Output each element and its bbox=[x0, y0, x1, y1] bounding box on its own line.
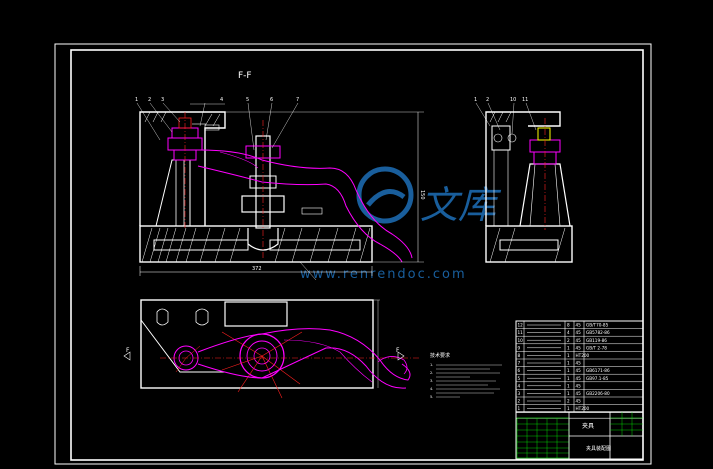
bom-cell: 7 bbox=[518, 361, 521, 366]
bom-cell: 4 bbox=[567, 330, 570, 335]
bom-cell: 12 bbox=[518, 323, 524, 328]
bom-cell: GB119-86 bbox=[586, 338, 607, 343]
bom-cell: 45 bbox=[576, 330, 582, 335]
tech-req-2: 2. bbox=[430, 371, 433, 375]
bom-cell: 5 bbox=[518, 376, 521, 381]
dim-height: 150 bbox=[419, 190, 425, 200]
tech-req-3: 3. bbox=[430, 379, 433, 383]
bom-cell: 45 bbox=[576, 376, 582, 381]
bom-cell: 9 bbox=[518, 345, 521, 350]
bom-cell: 10 bbox=[518, 338, 524, 343]
bom-cell: 2 bbox=[518, 399, 521, 404]
bom-cell: 2 bbox=[567, 338, 570, 343]
bom-cell: 8 bbox=[518, 353, 521, 358]
bom-cell: HT200 bbox=[576, 406, 590, 411]
balloon-2: 2 bbox=[148, 97, 151, 103]
bom-cell: GB6171-86 bbox=[586, 368, 610, 373]
bom-cell: 45 bbox=[576, 399, 582, 404]
bom-cell: 45 bbox=[576, 323, 582, 328]
bom-cell: 45 bbox=[576, 338, 582, 343]
red-radials bbox=[175, 331, 303, 399]
bom-cell: 6 bbox=[518, 368, 521, 373]
inner-border bbox=[70, 49, 644, 461]
view-label: F-F bbox=[238, 71, 252, 81]
bom-cell: HT200 bbox=[576, 353, 590, 358]
tech-req-title: 技术要求 bbox=[430, 352, 450, 359]
bom-cell: GB/T70-85 bbox=[586, 323, 609, 328]
bom-cell: GB2206-80 bbox=[586, 391, 610, 396]
balloon-5: 5 bbox=[246, 97, 249, 103]
bom-cell: 2 bbox=[567, 399, 570, 404]
tech-req-5: 5. bbox=[430, 395, 433, 399]
bom-cell: 45 bbox=[576, 368, 582, 373]
balloon-1: 1 bbox=[135, 97, 138, 103]
side-balloon-10: 10 bbox=[510, 97, 516, 103]
tech-req-4: 4. bbox=[430, 387, 433, 391]
balloon-6: 6 bbox=[270, 97, 273, 103]
bom-header-row bbox=[515, 411, 644, 419]
side-balloon-11: 11 bbox=[522, 97, 528, 103]
bom-cell: GB/T 2-78 bbox=[586, 345, 607, 350]
tech-req-1: 1. bbox=[430, 363, 433, 367]
bom-cell: 1 bbox=[567, 353, 570, 358]
bom-cell: 1 bbox=[567, 361, 570, 366]
title-name: 夹具 bbox=[582, 422, 594, 430]
title-drawing: 夹具装配图 bbox=[586, 445, 611, 452]
bom-cell: 1 bbox=[567, 368, 570, 373]
section-mark-left: F bbox=[126, 347, 130, 354]
bom-cell: 45 bbox=[576, 391, 582, 396]
bom-cell: 1 bbox=[567, 345, 570, 350]
top-view: F F bbox=[123, 299, 420, 399]
balloon-3: 3 bbox=[161, 97, 164, 103]
bom-cell: 8 bbox=[567, 323, 570, 328]
front-section-view: 372 150 1 2 3 4 5 6 7 bbox=[135, 97, 425, 281]
base-hatch bbox=[141, 227, 371, 263]
side-balloon-1: 1 bbox=[474, 97, 477, 103]
bom-cell: 45 bbox=[576, 383, 582, 388]
watermark-url: www.renrendoc.com bbox=[300, 267, 467, 282]
bom-cell: GB97.1-85 bbox=[586, 376, 609, 381]
balloon-7: 7 bbox=[296, 97, 299, 103]
bom-cell: 11 bbox=[518, 330, 524, 335]
balloon-leaders-front bbox=[136, 102, 299, 151]
bom-cell: 1 bbox=[567, 406, 570, 411]
side-balloon-2: 2 bbox=[486, 97, 489, 103]
bom-cell: 4 bbox=[518, 383, 521, 388]
watermark: 文库 www.renrendoc.com bbox=[300, 166, 502, 282]
outer-border bbox=[54, 43, 652, 465]
side-view: 1 2 10 11 bbox=[474, 97, 573, 263]
bom-cell: 45 bbox=[576, 361, 582, 366]
bom-cell: 1 bbox=[567, 391, 570, 396]
section-mark-right: F bbox=[396, 347, 400, 354]
bom-cell: 45 bbox=[576, 345, 582, 350]
bom-cell: 3 bbox=[518, 391, 521, 396]
dim-width: 372 bbox=[252, 266, 262, 272]
bom-cell: 1 bbox=[518, 406, 521, 411]
watermark-cn: 文库 bbox=[420, 183, 502, 227]
title-block: 夹具 夹具装配图 bbox=[515, 411, 644, 460]
bom-cell: 1 bbox=[567, 383, 570, 388]
balloon-4: 4 bbox=[220, 97, 223, 103]
technical-requirements: 技术要求 1. 2. 3. 4. 5. bbox=[430, 352, 502, 399]
bom-cell: GB5782-86 bbox=[586, 330, 610, 335]
bom-cell: 1 bbox=[567, 376, 570, 381]
